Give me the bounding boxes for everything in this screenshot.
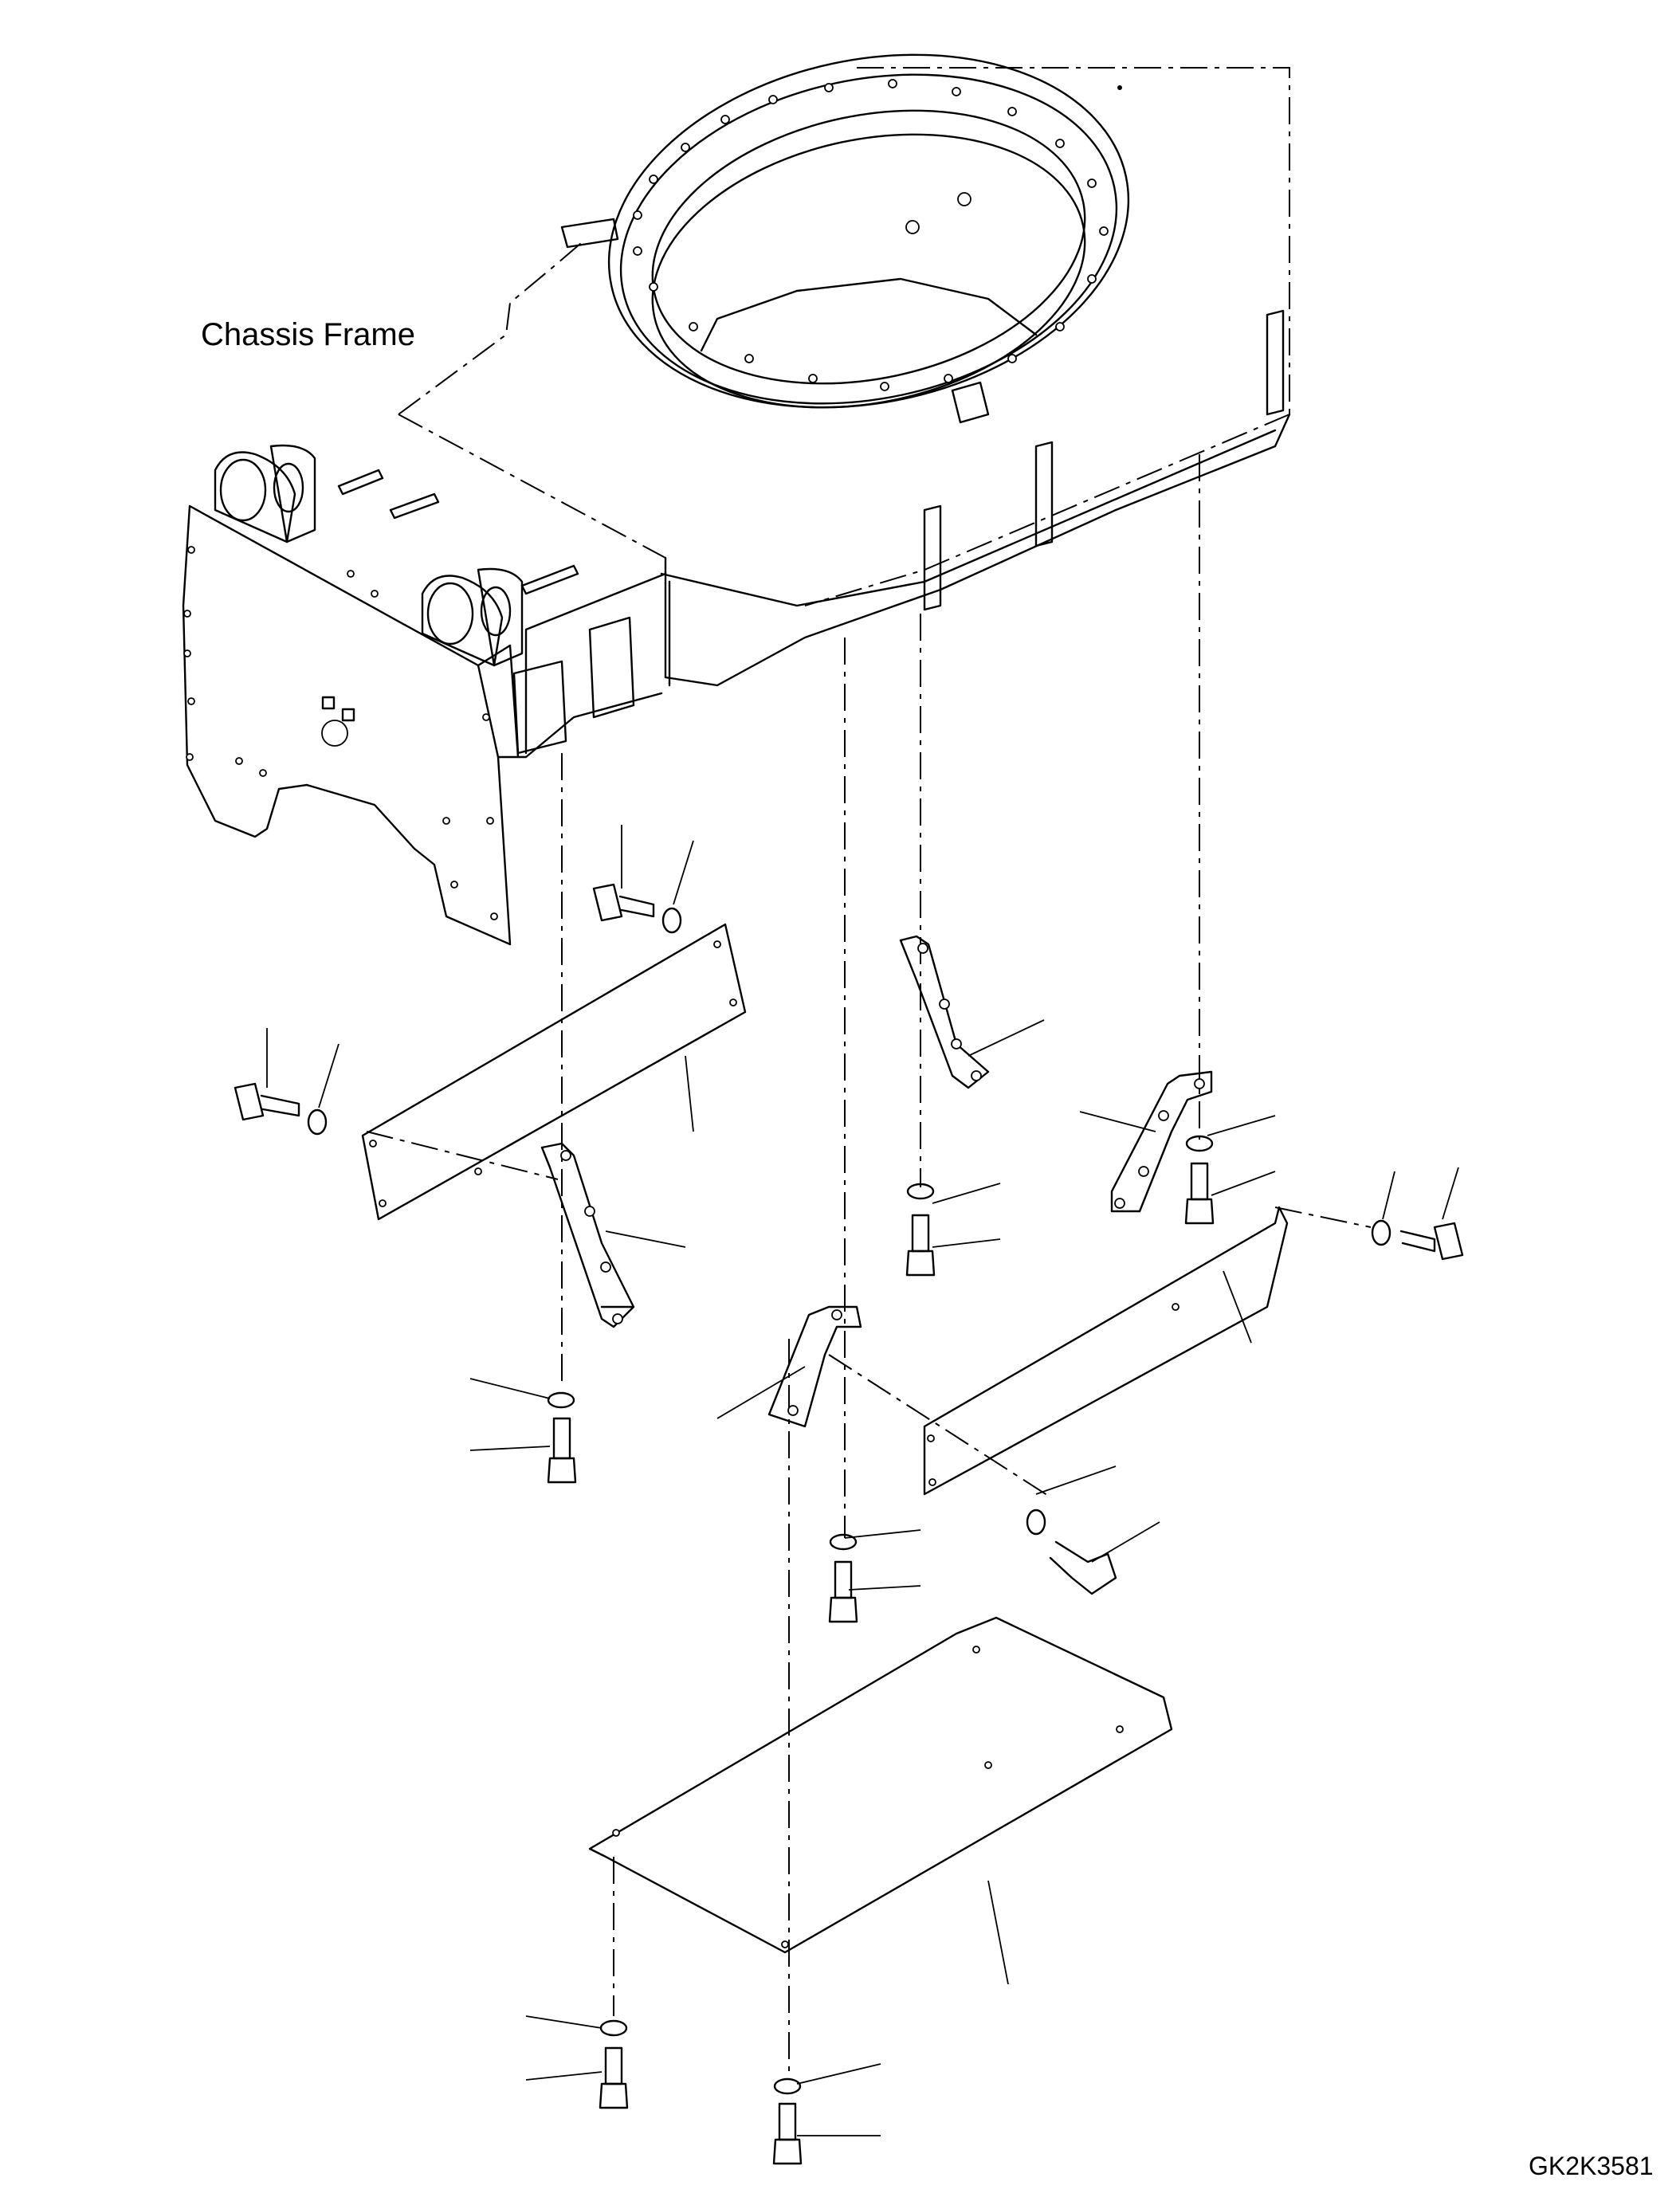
bolt-group [234,883,1464,2165]
swing-bearing-ring [560,53,1130,424]
chassis-frame-label: Chassis Frame [201,317,415,352]
leader-lines [266,825,1459,2136]
mount-lug-right [421,567,524,667]
bracket-a [540,1142,635,1328]
under-cover-plate [588,1616,1173,1954]
ring-bolt-holes [633,79,1109,391]
mount-lug-left [214,444,316,543]
right-cover-plate [923,1206,1289,1496]
bracket-d [767,1305,862,1428]
left-cover-plate [361,923,747,1221]
bracket-b [899,935,990,1089]
chassis-frame [182,67,1291,946]
bracket-c [1110,1070,1213,1213]
assembly-centerlines [366,454,1372,2080]
frame-bolt-holes [183,546,498,920]
drawing-code: GK2K3581 [1529,2152,1654,2180]
